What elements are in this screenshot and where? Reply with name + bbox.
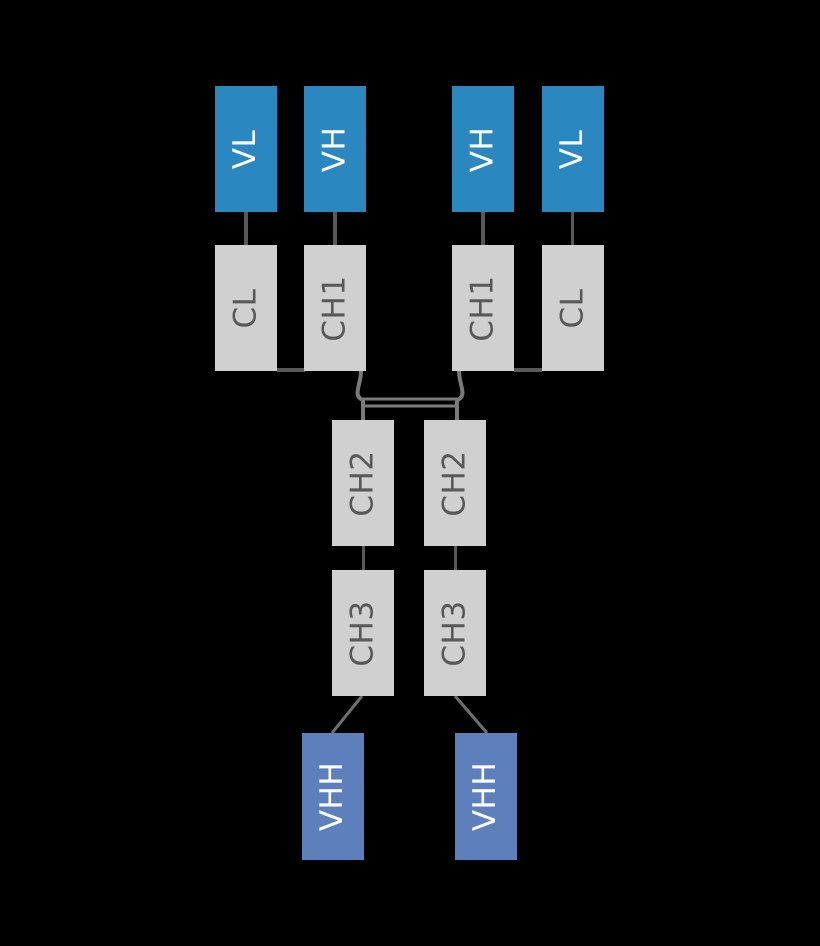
hinge-left-curve <box>355 370 365 420</box>
domain-vhh-right[interactable]: VHH <box>455 733 517 860</box>
domain-vh-right[interactable]: VH <box>452 86 514 212</box>
vl-to-cl-left <box>244 212 248 246</box>
domain-label: CH1 <box>464 274 501 342</box>
domain-label: CH1 <box>316 274 353 342</box>
domain-vl-right[interactable]: VL <box>542 86 604 212</box>
ch2-to-ch3-left <box>362 546 365 571</box>
domain-label: VL <box>227 129 264 169</box>
domain-vl-left[interactable]: VL <box>215 86 277 212</box>
cl-ch1-bridge-right <box>514 368 542 372</box>
domain-label: VH <box>316 126 353 172</box>
domain-vh-left[interactable]: VH <box>304 86 366 212</box>
domain-label: CH3 <box>436 599 473 667</box>
domain-label: VHH <box>467 761 504 832</box>
ch2-to-ch3-right <box>454 546 457 571</box>
domain-ch1-left[interactable]: CH1 <box>304 245 366 371</box>
domain-ch3-right[interactable]: CH3 <box>424 570 486 696</box>
ch3-to-vhh-linker-left <box>330 695 364 734</box>
domain-cl-right[interactable]: CL <box>542 245 604 371</box>
vh-to-ch1-right <box>481 212 485 246</box>
domain-ch2-left[interactable]: CH2 <box>332 420 394 546</box>
domain-ch2-right[interactable]: CH2 <box>424 420 486 546</box>
vl-to-cl-right <box>571 212 574 246</box>
domain-cl-left[interactable]: CL <box>215 245 277 371</box>
domain-label: VH <box>464 126 501 172</box>
domain-ch1-right[interactable]: CH1 <box>452 245 514 371</box>
domain-label: CH2 <box>344 449 381 517</box>
domain-label: CL <box>227 288 264 328</box>
cl-ch1-bridge-left <box>277 368 305 372</box>
vh-to-ch1-left <box>333 212 337 246</box>
domain-label: VHH <box>314 761 351 832</box>
domain-ch3-left[interactable]: CH3 <box>332 570 394 696</box>
domain-vhh-left[interactable]: VHH <box>302 733 364 860</box>
domain-label: CH2 <box>436 449 473 517</box>
domain-label: VL <box>554 129 591 169</box>
hinge-right-curve <box>455 370 465 420</box>
ch3-to-vhh-linker-right <box>453 695 489 734</box>
domain-label: CH3 <box>344 599 381 667</box>
domain-label: CL <box>554 288 591 328</box>
